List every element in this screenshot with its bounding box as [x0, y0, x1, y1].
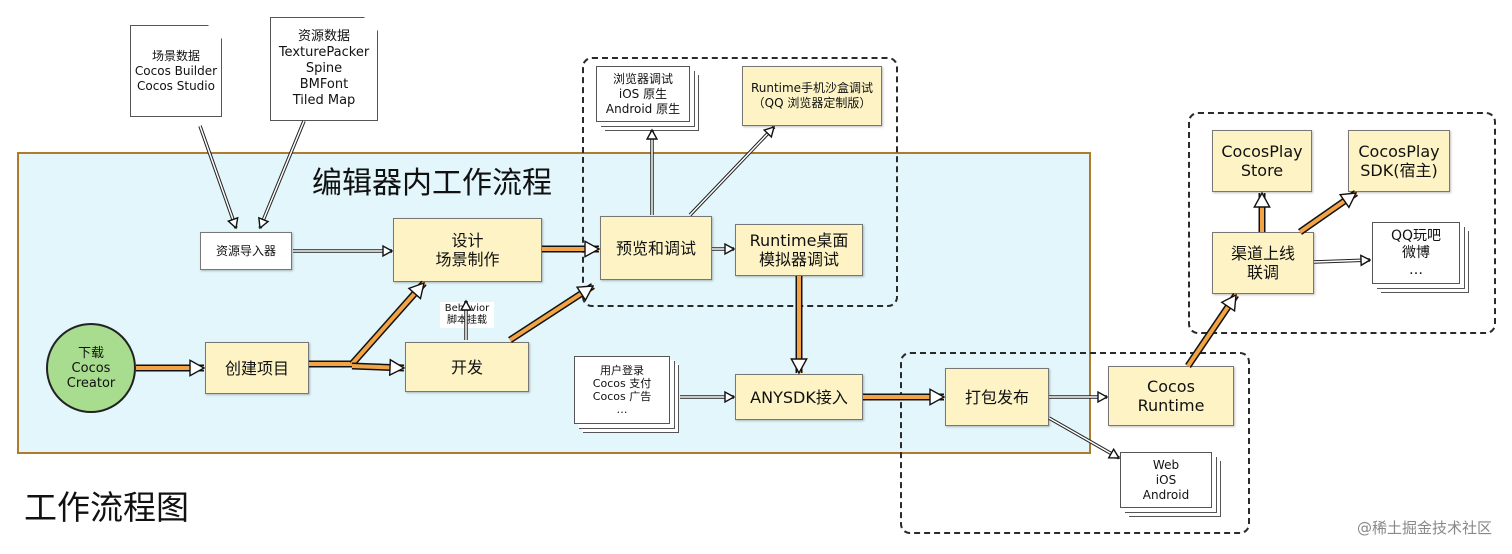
channel-debug-box: 渠道上线 联调 [1212, 232, 1314, 294]
doc-scene-data: 场景数据 Cocos Builder Cocos Studio [130, 25, 222, 117]
debug-group-outline [582, 57, 898, 307]
anysdk-box: ANYSDK接入 [735, 374, 863, 420]
doc-browser-debug: 浏览器调试 iOS 原生 Android 原生 [596, 66, 690, 122]
runtime-desktop-box: Runtime桌面 模拟器调试 [735, 224, 863, 276]
doc-user-login: 用户登录 Cocos 支付 Cocos 广告 … [574, 356, 670, 424]
publish-group-outline [900, 352, 1250, 534]
watermark-text: @稀土掘金技术社区 [1356, 519, 1492, 537]
resource-importer-box: 资源导入器 [200, 232, 292, 270]
runtime-mobile-box: Runtime手机沙盒调试 （QQ 浏览器定制版） [742, 66, 882, 126]
create-project-box: 创建项目 [205, 342, 309, 394]
design-scene-box: 设计 场景制作 [393, 218, 542, 282]
cocosplay-sdk-box: CocosPlay SDK(宿主) [1348, 130, 1450, 192]
preview-debug-box: 预览和调试 [600, 216, 712, 280]
doc-resource-data: 资源数据 TexturePacker Spine BMFont Tiled Ma… [270, 17, 378, 121]
channel-group-outline [1188, 112, 1496, 334]
cocos-runtime-box: Cocos Runtime [1108, 366, 1234, 426]
develop-box: 开发 [405, 342, 529, 392]
diagram-title: 工作流程图 [24, 488, 189, 527]
doc-web-platforms: Web iOS Android [1120, 452, 1212, 508]
download-creator-node: 下载 Cocos Creator [46, 323, 136, 413]
region-title: 编辑器内工作流程 [312, 166, 552, 201]
behavior-label: Behavior 脚本挂载 [440, 302, 494, 328]
package-publish-box: 打包发布 [945, 368, 1049, 426]
cocosplay-store-box: CocosPlay Store [1212, 130, 1312, 192]
doc-qq-play: QQ玩吧 微博 … [1372, 222, 1460, 284]
